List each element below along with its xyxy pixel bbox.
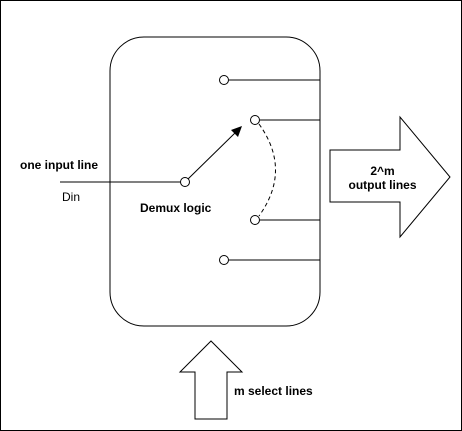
switch-arm [187,131,237,180]
output-node-2 [250,115,260,125]
logic-label: Demux logic [140,201,212,215]
output-node-4 [219,255,229,265]
output-label-line1: 2^m [370,164,395,178]
output-node-1 [219,75,229,85]
select-label: m select lines [234,384,313,398]
dashed-ellipsis-arc [258,123,276,217]
input-label: one input line [20,158,98,172]
input-node [180,177,190,187]
input-name: Din [62,190,81,204]
switch-arrowhead [231,126,242,137]
output-arrow [329,115,451,239]
output-label-line2: output lines [348,178,417,192]
output-node-3 [250,215,260,225]
select-arrow [178,340,244,420]
